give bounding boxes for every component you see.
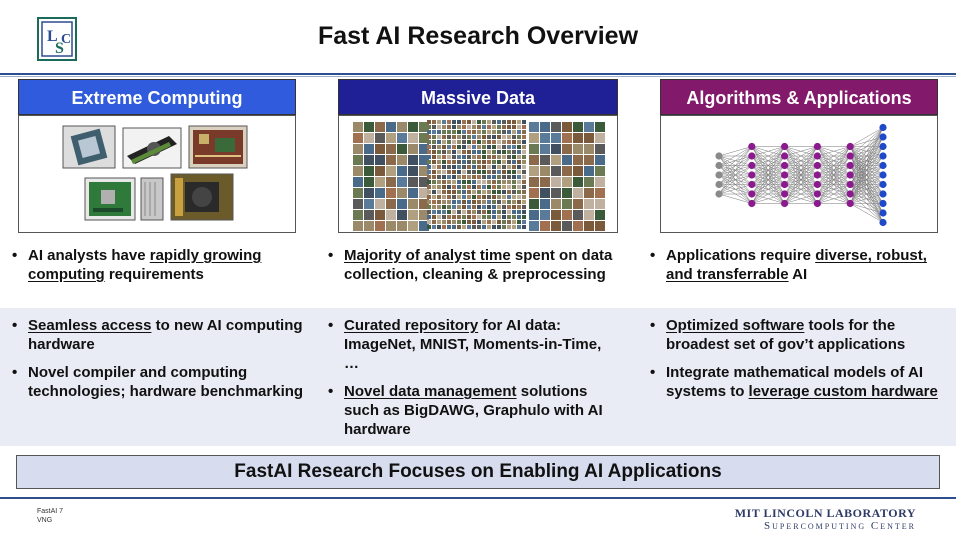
network-node [813,199,821,208]
bullet-text: to new AI computing hardware [28,317,303,353]
center-name: Supercomputing Center [764,520,916,532]
computing-hardware-image [18,115,296,233]
network-node [715,180,723,189]
bullet-text: for AI data: ImageNet, MNIST, Moments-in… [344,317,602,372]
bullet-emphasis: rapidly growing computing [28,247,262,283]
network-node [879,190,887,198]
network-node [879,123,887,132]
network-node [781,190,789,198]
top-bullets-data: Majority of analyst time spent on data c… [328,246,618,293]
bullet-text: AI analysts have [28,247,150,264]
network-node [781,142,789,151]
column-header-algorithms-applications: Algorithms & Applications [660,79,938,115]
page-title: Fast AI Research Overview [317,22,639,50]
slide-number: FastAI 7 [37,508,64,515]
network-node [813,190,821,198]
bullet-text: Integrate mathematical models of AI syst… [666,364,924,400]
bullet-item: Curated repository for AI data: ImageNet… [328,316,618,373]
bullet-emphasis: diverse, robust, and transferrable [666,247,927,283]
network-node [813,161,821,170]
network-node [879,142,887,151]
bullet-emphasis: Optimized software [666,317,805,334]
bottom-bullets-algorithms: Optimized software tools for the broades… [650,316,940,410]
bullet-emphasis: leverage custom hardware [748,383,938,400]
network-node [813,180,821,189]
network-node [781,161,789,170]
network-node [715,190,723,198]
bullet-text: Applications require [666,247,816,264]
network-node [715,161,723,170]
network-node [781,199,789,208]
bullet-text: tools for the broadest set of gov’t appl… [666,317,906,353]
svg-text:S: S [55,40,64,57]
column-header-massive-data: Massive Data [338,79,618,115]
network-node [879,133,887,141]
network-node [846,152,854,160]
network-node [748,142,756,151]
column-header-extreme-computing: Extreme Computing [18,79,296,115]
network-node [846,171,854,179]
network-node [748,161,756,170]
bullet-item: Majority of analyst time spent on data c… [328,246,618,284]
bullet-text: solutions such as BigDAWG, Graphulo with… [344,383,603,438]
lab-name: MIT LINCOLN LABORATORY [734,506,916,520]
header-divider [0,73,956,75]
bullet-emphasis: Seamless access [28,317,152,334]
svg-text:L: L [47,28,58,45]
bullet-item: Optimized software tools for the broades… [650,316,940,354]
slide-footer-id: FastAI 7 VNG [37,507,63,525]
neural-network-image [660,115,938,233]
bullet-item: Novel data management solutions such as … [328,382,618,439]
bullet-text: AI [788,266,808,283]
network-node [715,171,723,179]
network-node [715,152,723,160]
network-node [813,171,821,179]
network-node [846,142,854,151]
bullet-text: spent on data collection, cleaning & pre… [344,247,613,283]
network-node [748,152,756,160]
network-node [846,161,854,170]
network-node [879,209,887,217]
svg-text:C: C [61,32,71,47]
bullet-text: requirements [104,266,204,283]
bullet-item: Integrate mathematical models of AI syst… [650,363,940,401]
footer-divider [0,497,956,499]
network-node [879,180,887,189]
summary-banner: FastAI Research Focuses on Enabling AI A… [16,455,940,489]
network-node [781,171,789,179]
network-node [748,171,756,179]
network-node [846,180,854,189]
bottom-bullets-data: Curated repository for AI data: ImageNet… [328,316,618,448]
author-initials: VNG [37,517,53,524]
bullet-item: Seamless access to new AI computing hard… [12,316,304,354]
bullet-item: Novel compiler and computing technologie… [12,363,304,401]
network-node [748,180,756,189]
bullet-item: AI analysts have rapidly growing computi… [12,246,304,284]
bullet-emphasis: Curated repository [344,317,479,334]
bullet-emphasis: Novel data management [344,383,517,400]
header-divider-thin [0,76,956,77]
bullet-emphasis: Majority of analyst time [344,247,511,264]
network-node [781,180,789,189]
network-node [879,171,887,179]
bottom-bullets-computing: Seamless access to new AI computing hard… [12,316,304,410]
lsc-logo: L S C [37,17,77,61]
network-node [879,199,887,208]
network-node [813,142,821,151]
network-node [748,199,756,208]
network-node [879,152,887,160]
network-node [879,161,887,170]
top-bullets-computing: AI analysts have rapidly growing computi… [12,246,304,293]
bullet-text: Novel compiler and computing technologie… [28,364,304,400]
network-node [748,190,756,198]
dataset-mosaic-image [338,115,618,233]
network-node [846,199,854,208]
top-bullets-algorithms: Applications require diverse, robust, an… [650,246,940,293]
network-node [879,218,887,227]
network-node [781,152,789,160]
network-node [813,152,821,160]
network-node [846,190,854,198]
bullet-item: Applications require diverse, robust, an… [650,246,940,284]
